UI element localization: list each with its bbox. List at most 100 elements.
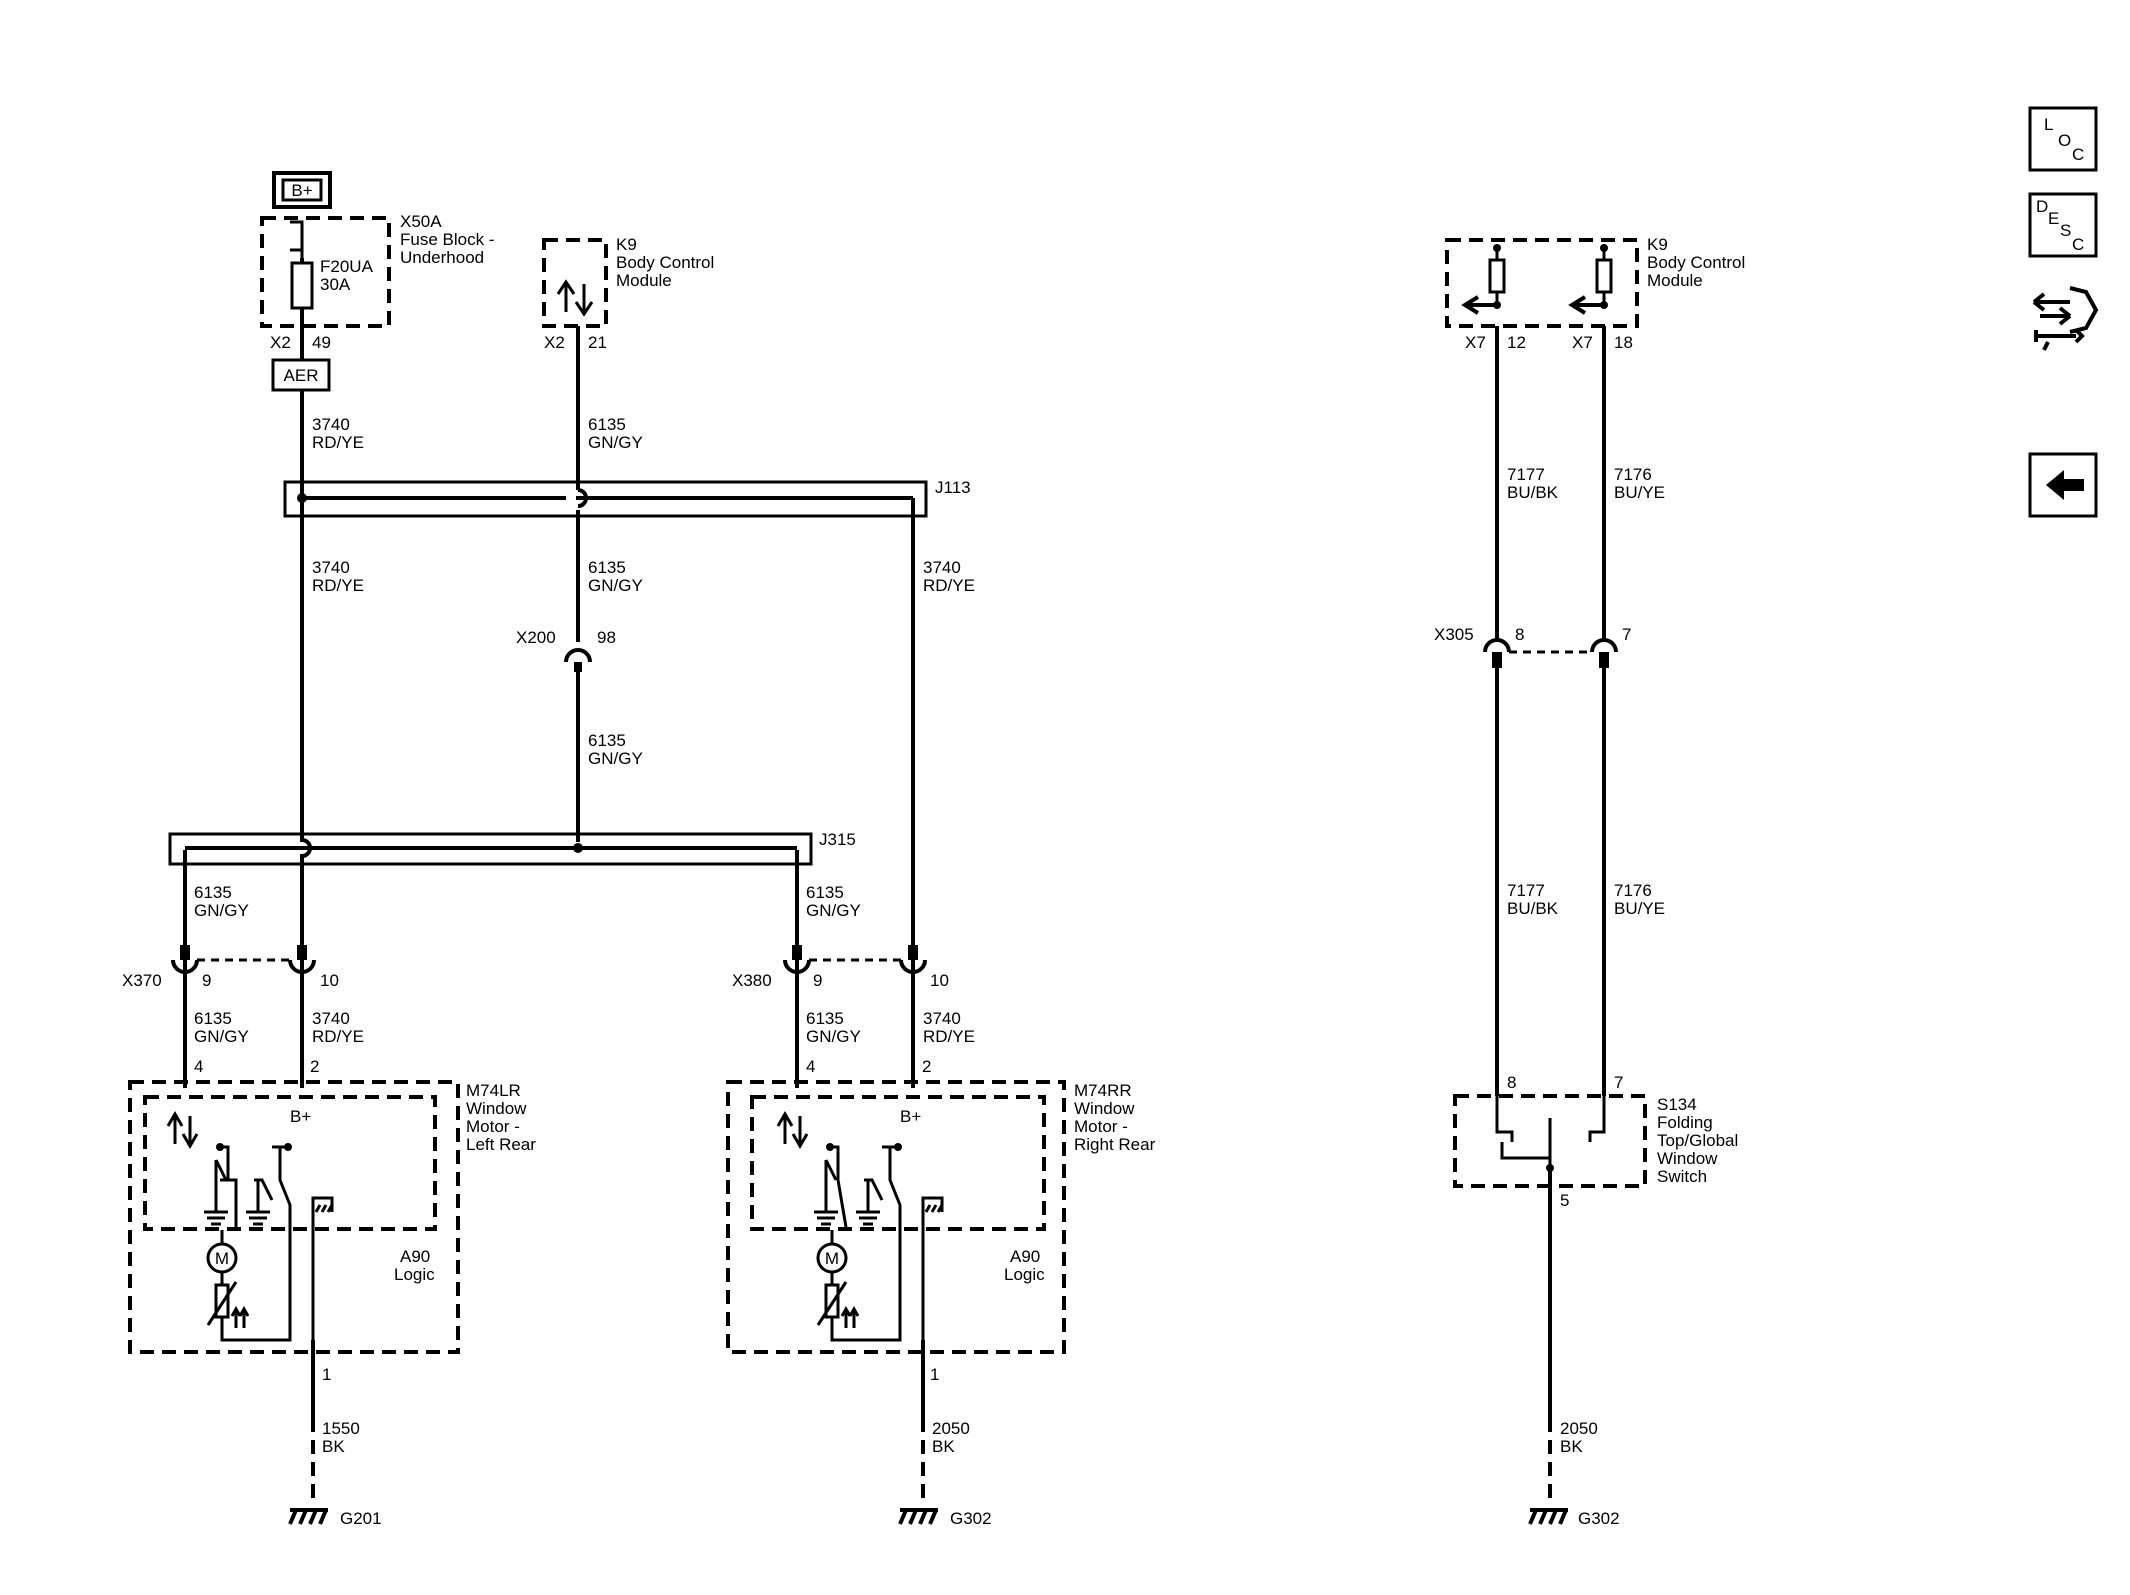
svg-text:K9: K9 [616, 235, 637, 254]
svg-text:C: C [2072, 235, 2084, 254]
svg-text:1: 1 [930, 1365, 939, 1384]
svg-text:9: 9 [813, 971, 822, 990]
loc-button[interactable]: L O C [2028, 106, 2098, 172]
svg-text:4: 4 [806, 1057, 815, 1076]
svg-text:98: 98 [597, 628, 616, 647]
svg-text:6135: 6135 [194, 1009, 232, 1028]
svg-text:9: 9 [202, 971, 211, 990]
svg-text:RD/YE: RD/YE [923, 576, 975, 595]
svg-text:A90: A90 [400, 1247, 430, 1266]
svg-text:GN/GY: GN/GY [588, 433, 643, 452]
svg-text:2050: 2050 [1560, 1419, 1598, 1438]
svg-text:BK: BK [932, 1437, 955, 1456]
svg-text:GN/GY: GN/GY [588, 749, 643, 768]
svg-text:X370: X370 [122, 971, 162, 990]
svg-text:12: 12 [1507, 333, 1526, 352]
power-source: B+ [272, 171, 332, 209]
svg-text:B+: B+ [900, 1107, 921, 1126]
svg-text:GN/GY: GN/GY [194, 1027, 249, 1046]
svg-text:Underhood: Underhood [400, 248, 484, 267]
svg-text:GN/GY: GN/GY [588, 576, 643, 595]
svg-text:X200: X200 [516, 628, 556, 647]
svg-text:3740: 3740 [312, 415, 350, 434]
svg-text:Logic: Logic [394, 1265, 435, 1284]
svg-text:Fuse Block -: Fuse Block - [400, 230, 494, 249]
svg-text:3740: 3740 [312, 558, 350, 577]
svg-text:RD/YE: RD/YE [312, 1027, 364, 1046]
svg-text:G302: G302 [1578, 1509, 1620, 1528]
svg-text:10: 10 [930, 971, 949, 990]
svg-text:X2: X2 [270, 333, 291, 352]
svg-text:BU/YE: BU/YE [1614, 483, 1665, 502]
wire-labels-left: 3740 RD/YE 6135 GN/GY 3740 RD/YE 6135 GN… [194, 415, 975, 920]
connector-wrench-icon[interactable] [2032, 286, 2099, 351]
svg-text:6135: 6135 [588, 731, 626, 750]
svg-text:X7: X7 [1465, 333, 1486, 352]
svg-text:Logic: Logic [1004, 1265, 1045, 1284]
svg-text:6135: 6135 [194, 883, 232, 902]
svg-text:M: M [825, 1249, 839, 1268]
svg-text:X380: X380 [732, 971, 772, 990]
ground-g201: G201 [288, 1508, 382, 1528]
ground-g302-a: G302 [898, 1508, 992, 1528]
svg-text:1550: 1550 [322, 1419, 360, 1438]
svg-text:Top/Global: Top/Global [1657, 1131, 1738, 1150]
back-arrow-icon[interactable] [2028, 452, 2098, 518]
svg-text:Body Control: Body Control [1647, 253, 1745, 272]
svg-text:5: 5 [1560, 1191, 1569, 1210]
connector-x305: X305 8 7 [1434, 625, 1631, 668]
connector-x200: X200 98 [516, 628, 616, 672]
svg-text:2: 2 [922, 1057, 931, 1076]
svg-text:Window: Window [1074, 1099, 1135, 1118]
svg-text:B+: B+ [291, 181, 312, 200]
svg-text:G201: G201 [340, 1509, 382, 1528]
desc-button[interactable]: D E S C [2028, 192, 2098, 258]
motor-right-rear: 4 2 M74RR Window Motor - Right Rear B+ M… [726, 1057, 1156, 1500]
splice-j315: J315 [168, 830, 856, 866]
svg-text:Motor -: Motor - [466, 1117, 520, 1136]
ground-g302-b: 2050 BK G302 [1528, 1419, 1620, 1528]
svg-text:F20UA: F20UA [320, 257, 374, 276]
svg-text:BU/BK: BU/BK [1507, 899, 1559, 918]
svg-text:Motor -: Motor - [1074, 1117, 1128, 1136]
svg-text:Module: Module [616, 271, 672, 290]
svg-text:49: 49 [312, 333, 331, 352]
wires-left [183, 326, 915, 1088]
svg-text:GN/GY: GN/GY [194, 901, 249, 920]
svg-text:Folding: Folding [1657, 1113, 1713, 1132]
svg-text:BU/BK: BU/BK [1507, 483, 1559, 502]
switch-s134: 8 7 S134 Folding Top/Global Window Switc… [1453, 1073, 1738, 1500]
svg-text:D: D [2036, 197, 2048, 216]
svg-text:B+: B+ [290, 1107, 311, 1126]
svg-text:3740: 3740 [923, 558, 961, 577]
svg-text:4: 4 [194, 1057, 203, 1076]
connector-x370: X370 9 10 [122, 945, 339, 990]
svg-text:8: 8 [1515, 625, 1524, 644]
svg-text:30A: 30A [320, 275, 351, 294]
svg-text:2: 2 [310, 1057, 319, 1076]
svg-text:RD/YE: RD/YE [923, 1027, 975, 1046]
svg-text:6135: 6135 [806, 1009, 844, 1028]
svg-text:2050: 2050 [932, 1419, 970, 1438]
svg-text:S: S [2060, 221, 2071, 240]
svg-text:6135: 6135 [588, 415, 626, 434]
svg-text:7177: 7177 [1507, 881, 1545, 900]
motor-left-rear: 4 2 M74LR Window Motor - Left Rear B+ M … [128, 1057, 536, 1500]
svg-text:M: M [215, 1249, 229, 1268]
svg-text:BK: BK [1560, 1437, 1583, 1456]
svg-text:7177: 7177 [1507, 465, 1545, 484]
svg-text:GN/GY: GN/GY [806, 1027, 861, 1046]
ground-wire-labels: 1550 BK 2050 BK [322, 1419, 970, 1456]
svg-text:GN/GY: GN/GY [806, 901, 861, 920]
svg-text:Body Control: Body Control [616, 253, 714, 272]
svg-text:M74RR: M74RR [1074, 1081, 1132, 1100]
svg-text:7: 7 [1614, 1073, 1623, 1092]
svg-text:BK: BK [322, 1437, 345, 1456]
aer-box: AER [271, 326, 331, 392]
svg-text:X305: X305 [1434, 625, 1474, 644]
connector-x380: X380 9 10 [732, 945, 949, 990]
svg-text:21: 21 [588, 333, 607, 352]
svg-text:X2: X2 [544, 333, 565, 352]
svg-text:RD/YE: RD/YE [312, 433, 364, 452]
